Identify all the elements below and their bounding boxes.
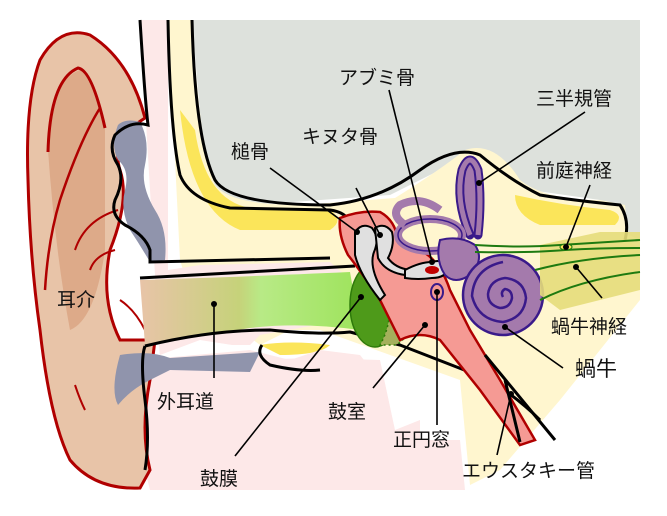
label-malleus: 槌骨 — [231, 141, 269, 163]
malleus — [354, 224, 387, 302]
bone-border-upper — [190, 19, 629, 241]
eustachian-tube-wall — [483, 354, 557, 443]
leader-lines — [211, 89, 603, 457]
label-tympanic-cavity: 鼓室 — [328, 401, 366, 423]
stapes-hole — [425, 266, 439, 274]
cartilage-lower — [114, 352, 260, 405]
nerve-bundle-bg — [540, 232, 640, 310]
label-semicircular-canals: 三半規管 — [536, 88, 612, 110]
pinna-antihelix-line — [43, 107, 102, 291]
label-cochlear-nerve: 蝸牛神経 — [551, 316, 627, 338]
bone-highlight — [180, 110, 338, 230]
ear-canal-top-line — [139, 264, 356, 280]
label-vestibular-nerve: 前庭神経 — [536, 160, 612, 182]
label-incus: キヌタ骨 — [302, 126, 378, 148]
cartilage-upper — [114, 120, 166, 262]
ear-canal — [140, 272, 360, 345]
label-pinna: 耳介 — [57, 289, 95, 311]
lower-tissue — [140, 350, 465, 490]
bone-highlight-3 — [260, 342, 330, 355]
bone-highlight-2 — [515, 195, 619, 225]
label-eustachian-tube: エウスタキー管 — [462, 460, 595, 482]
outer-border-upper — [110, 19, 331, 264]
label-eardrum: 鼓膜 — [200, 468, 238, 490]
skull-region — [192, 20, 640, 240]
label-cochlea: 蝸牛 — [575, 357, 617, 381]
pinna-lower-line — [74, 209, 146, 411]
cochlea-spiral — [470, 260, 528, 324]
lower-outline — [141, 344, 321, 471]
cochlear-nerve — [534, 254, 641, 301]
pinna-fold — [48, 70, 105, 330]
pinna-helix-line — [46, 66, 107, 153]
label-ear-canal: 外耳道 — [157, 391, 214, 413]
label-round-window: 正円窓 — [393, 429, 450, 451]
label-stapes: アブミ骨 — [339, 66, 415, 89]
incus — [373, 224, 413, 277]
inner-border-upper — [166, 19, 352, 223]
